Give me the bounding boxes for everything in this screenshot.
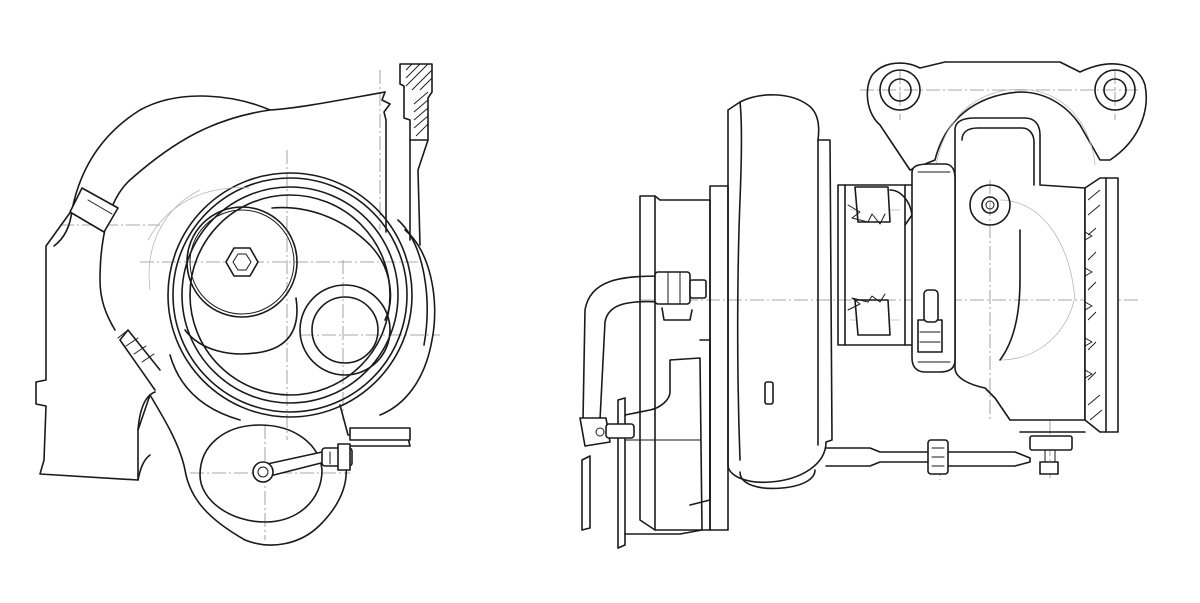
v-band-clamp — [911, 163, 956, 373]
turbine-scroll-inner — [184, 206, 392, 355]
actuator-rod-side — [825, 431, 1086, 475]
outlet-flange-right — [1084, 177, 1119, 433]
hex-plug-icon — [225, 247, 259, 277]
wastegate-actuator — [581, 357, 703, 549]
end-view — [35, 63, 440, 546]
turbine-outlet-body — [149, 394, 348, 546]
side-view-centerlines — [640, 70, 1140, 480]
pressure-port-stub — [69, 187, 119, 233]
compressor-outlet-tube — [53, 209, 73, 247]
boost-hose — [579, 271, 707, 447]
compressor-backplate — [639, 185, 729, 531]
exhaust-flange-top — [866, 61, 1147, 171]
center-bolt — [969, 184, 1011, 226]
compressor-outlet-lower — [137, 394, 151, 481]
bypass-port — [299, 284, 391, 376]
side-view — [579, 61, 1147, 549]
compressor-volute-inner — [99, 109, 271, 331]
plug-boss — [186, 206, 298, 318]
turbine-housing-side — [954, 117, 1086, 421]
cooling-fins — [117, 329, 155, 363]
actuator-rod-end — [252, 443, 353, 483]
housing-wall-right — [381, 91, 391, 233]
turbine-housing-rings — [167, 172, 436, 421]
center-housing — [837, 184, 914, 346]
compressor-housing-side — [727, 94, 833, 490]
turbine-flange-outer — [167, 172, 413, 418]
